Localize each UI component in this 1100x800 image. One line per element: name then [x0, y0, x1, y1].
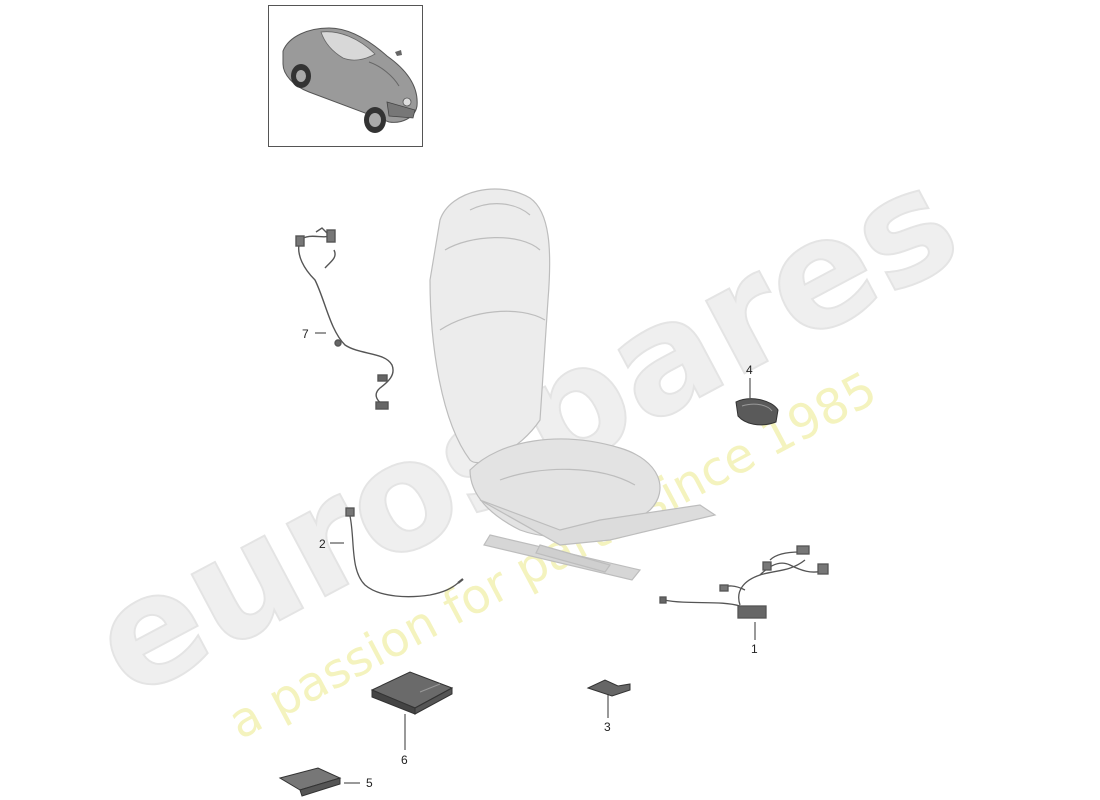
vehicle-thumbnail [268, 5, 423, 147]
callout-5: 5 [366, 776, 373, 790]
callout-2: 2 [319, 537, 326, 551]
car-icon [282, 27, 418, 133]
switch-module-4 [735, 398, 779, 426]
callout-4: 4 [746, 363, 753, 377]
callout-labels: 7 4 2 1 3 6 5 [302, 327, 758, 790]
leader-lines [315, 332, 756, 784]
cable-2 [345, 507, 464, 598]
small-unit-5 [278, 767, 342, 797]
wiring-harness-1 [659, 545, 829, 619]
callout-3: 3 [604, 720, 611, 734]
seat-illustration [429, 188, 717, 581]
callout-7: 7 [302, 327, 309, 341]
bracket-3 [586, 679, 631, 697]
callout-1: 1 [751, 642, 758, 656]
control-unit-6 [370, 671, 454, 715]
wiring-harness-7 [295, 227, 394, 410]
callout-6: 6 [401, 753, 408, 767]
